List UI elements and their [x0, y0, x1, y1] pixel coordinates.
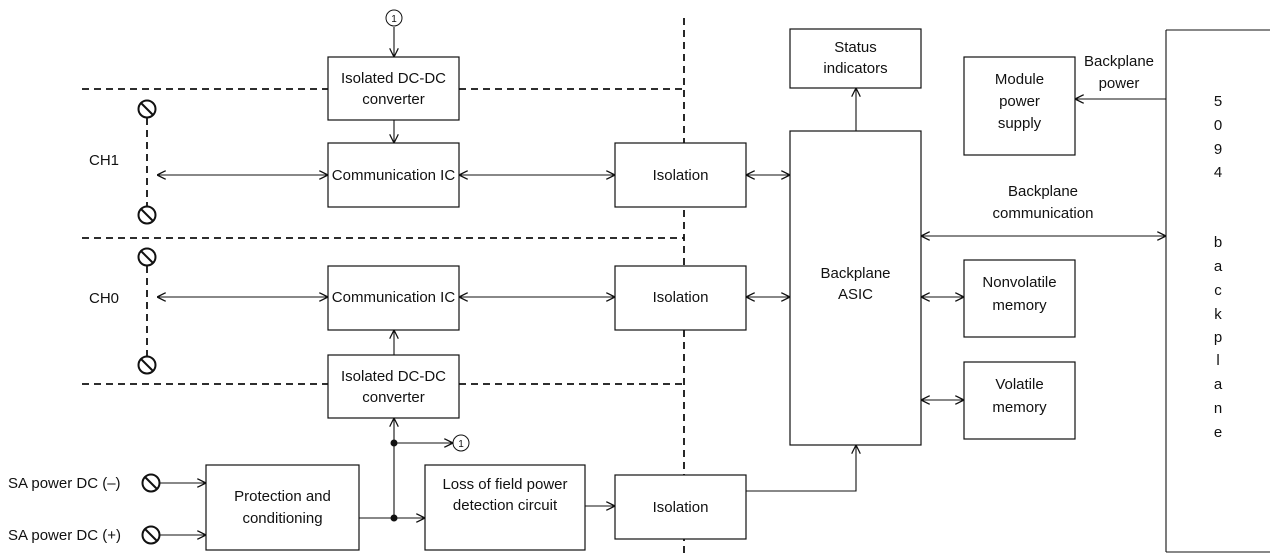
ch1-label: CH1: [89, 152, 119, 169]
terminal-sa-neg: [141, 473, 161, 493]
dcdc-bottom-line1: Isolated DC-DC: [341, 368, 446, 385]
backplane-communication-line2: communication: [993, 205, 1094, 222]
backplane-asic-block: Backplane ASIC: [789, 130, 922, 446]
loss-detection-block: Loss of field power detection circuit: [424, 464, 586, 551]
backplane-vertical-char-2: 9: [1214, 141, 1222, 158]
backplane-power-line1: Backplane: [1084, 53, 1154, 70]
ch0-label: CH0: [89, 290, 119, 307]
callout-top: 1: [385, 9, 403, 27]
status-indicators-line2: indicators: [823, 60, 887, 77]
protection-conditioning-block: Protection and conditioning: [205, 464, 360, 551]
dcdc-top-block: Isolated DC-DC converter: [327, 56, 460, 121]
terminal-ch0-top: [137, 247, 157, 267]
sa-power-pos-label: SA power DC (+): [8, 527, 121, 544]
backplane-asic-line2: ASIC: [838, 286, 873, 303]
module-power-supply-block: Module power supply: [963, 56, 1076, 156]
connection-wires: [157, 27, 1166, 535]
volatile-memory-line2: memory: [992, 399, 1047, 416]
loss-detection-line1: Loss of field power: [442, 476, 567, 493]
backplane-vertical-char-12: a: [1214, 376, 1223, 393]
isolation-ch0-label: Isolation: [653, 289, 709, 306]
comm-ic-ch1-label: Communication IC: [332, 167, 456, 184]
loss-detection-line2: detection circuit: [453, 497, 558, 514]
callout-top-number: 1: [391, 14, 397, 25]
backplane-vertical-char-13: n: [1214, 400, 1222, 417]
comm-ic-ch1-block: Communication IC: [327, 142, 460, 208]
backplane-vertical-char-0: 5: [1214, 93, 1222, 110]
circle-slash-terminal-icon: [137, 355, 157, 375]
status-indicators-block: Status indicators: [789, 28, 922, 89]
backplane-power-line2: power: [1099, 75, 1140, 92]
backplane-vertical-char-7: a: [1214, 258, 1223, 275]
backplane-vertical-char-10: p: [1214, 329, 1222, 346]
isolation-ch0-block: Isolation: [614, 265, 747, 331]
volatile-memory-line1: Volatile: [995, 376, 1043, 393]
backplane-vertical-char-6: b: [1214, 234, 1222, 251]
backplane-bus: 5 0 9 4 b a c k p l a n e: [1165, 29, 1270, 553]
isolation-ch1-block: Isolation: [614, 142, 747, 208]
terminal-ch0-bottom: [137, 355, 157, 375]
status-indicators-line1: Status: [834, 39, 877, 56]
backplane-vertical-char-1: 0: [1214, 117, 1222, 134]
callout-branch-number: 1: [458, 439, 464, 450]
terminal-ch1-bottom: [137, 205, 157, 225]
isolation-power-label: Isolation: [653, 499, 709, 516]
comm-ic-ch0-label: Communication IC: [332, 289, 456, 306]
module-power-line1: Module: [995, 71, 1044, 88]
backplane-vertical-char-3: 4: [1214, 164, 1222, 181]
nonvolatile-memory-line1: Nonvolatile: [982, 274, 1056, 291]
circled-number-icon: [452, 434, 470, 452]
backplane-vertical-char-8: c: [1214, 282, 1222, 299]
volatile-memory-block: Volatile memory: [963, 361, 1076, 440]
isolation-power-block: Isolation: [614, 474, 747, 540]
circled-number-icon: [385, 9, 403, 27]
backplane-communication-line1: Backplane: [1008, 183, 1078, 200]
nonvolatile-memory-line2: memory: [992, 297, 1047, 314]
dcdc-bottom-line2: converter: [362, 389, 425, 406]
backplane-asic-line1: Backplane: [820, 265, 890, 282]
backplane-vertical-char-11: l: [1216, 352, 1219, 369]
protection-line2: conditioning: [242, 510, 322, 527]
dcdc-top-line2: converter: [362, 91, 425, 108]
terminal-sa-pos: [141, 525, 161, 545]
sa-power-neg-label: SA power DC (–): [8, 475, 121, 492]
junction-dot-bottom: [390, 514, 398, 522]
circle-slash-terminal-icon: [137, 205, 157, 225]
module-power-line2: power: [999, 93, 1040, 110]
backplane-vertical-char-14: e: [1214, 424, 1222, 441]
dcdc-top-line1: Isolated DC-DC: [341, 70, 446, 87]
backplane-vertical-char-9: k: [1214, 306, 1222, 323]
module-power-line3: supply: [998, 115, 1042, 132]
dcdc-bottom-block: Isolated DC-DC converter: [327, 354, 460, 419]
circle-slash-terminal-icon: [137, 99, 157, 119]
circle-slash-terminal-icon: [141, 525, 161, 545]
nonvolatile-memory-block: Nonvolatile memory: [963, 259, 1076, 338]
junction-dot-top: [390, 439, 398, 447]
isolation-ch1-label: Isolation: [653, 167, 709, 184]
isolation-power-to-asic-arrow: [746, 445, 856, 492]
terminal-ch1-top: [137, 99, 157, 119]
callout-branch: 1: [452, 434, 470, 452]
comm-ic-ch0-block: Communication IC: [327, 265, 460, 331]
protection-line1: Protection and: [234, 488, 331, 505]
circle-slash-terminal-icon: [141, 473, 161, 493]
circle-slash-terminal-icon: [137, 247, 157, 267]
